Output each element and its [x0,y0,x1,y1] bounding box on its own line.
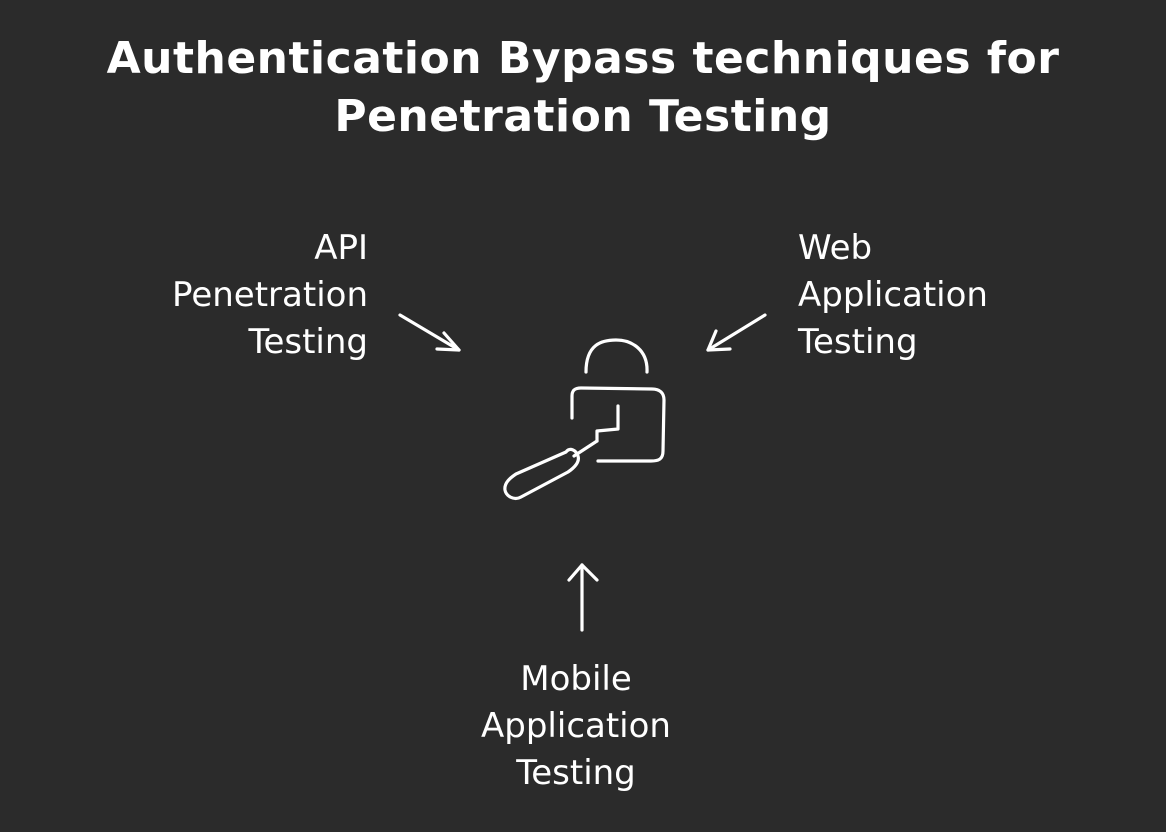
diagram-title: Authentication Bypass techniques for Pen… [0,30,1166,146]
arrow-mobile-to-center [567,563,599,632]
node-api-line-3: Testing [248,322,368,362]
node-web-line-1: Web [798,228,873,268]
node-mobile-application-testing: Mobile Application Testing [0,656,1152,797]
node-web-line-3: Testing [798,322,918,362]
arrow-api-to-center [398,313,461,352]
node-web-line-2: Application [798,275,988,315]
title-line-1: Authentication Bypass techniques for [106,33,1060,84]
node-api-line-2: Penetration [172,275,368,315]
node-mobile-line-3: Testing [516,753,636,793]
lock-pick-icon [503,338,666,501]
node-mobile-line-1: Mobile [520,659,632,699]
title-line-2: Penetration Testing [334,91,832,142]
node-api-line-1: API [314,228,368,268]
node-web-application-testing: Web Application Testing [798,225,988,366]
node-mobile-line-2: Application [481,706,671,746]
arrow-web-to-center [706,313,767,352]
node-api-penetration-testing: API Penetration Testing [172,225,368,366]
